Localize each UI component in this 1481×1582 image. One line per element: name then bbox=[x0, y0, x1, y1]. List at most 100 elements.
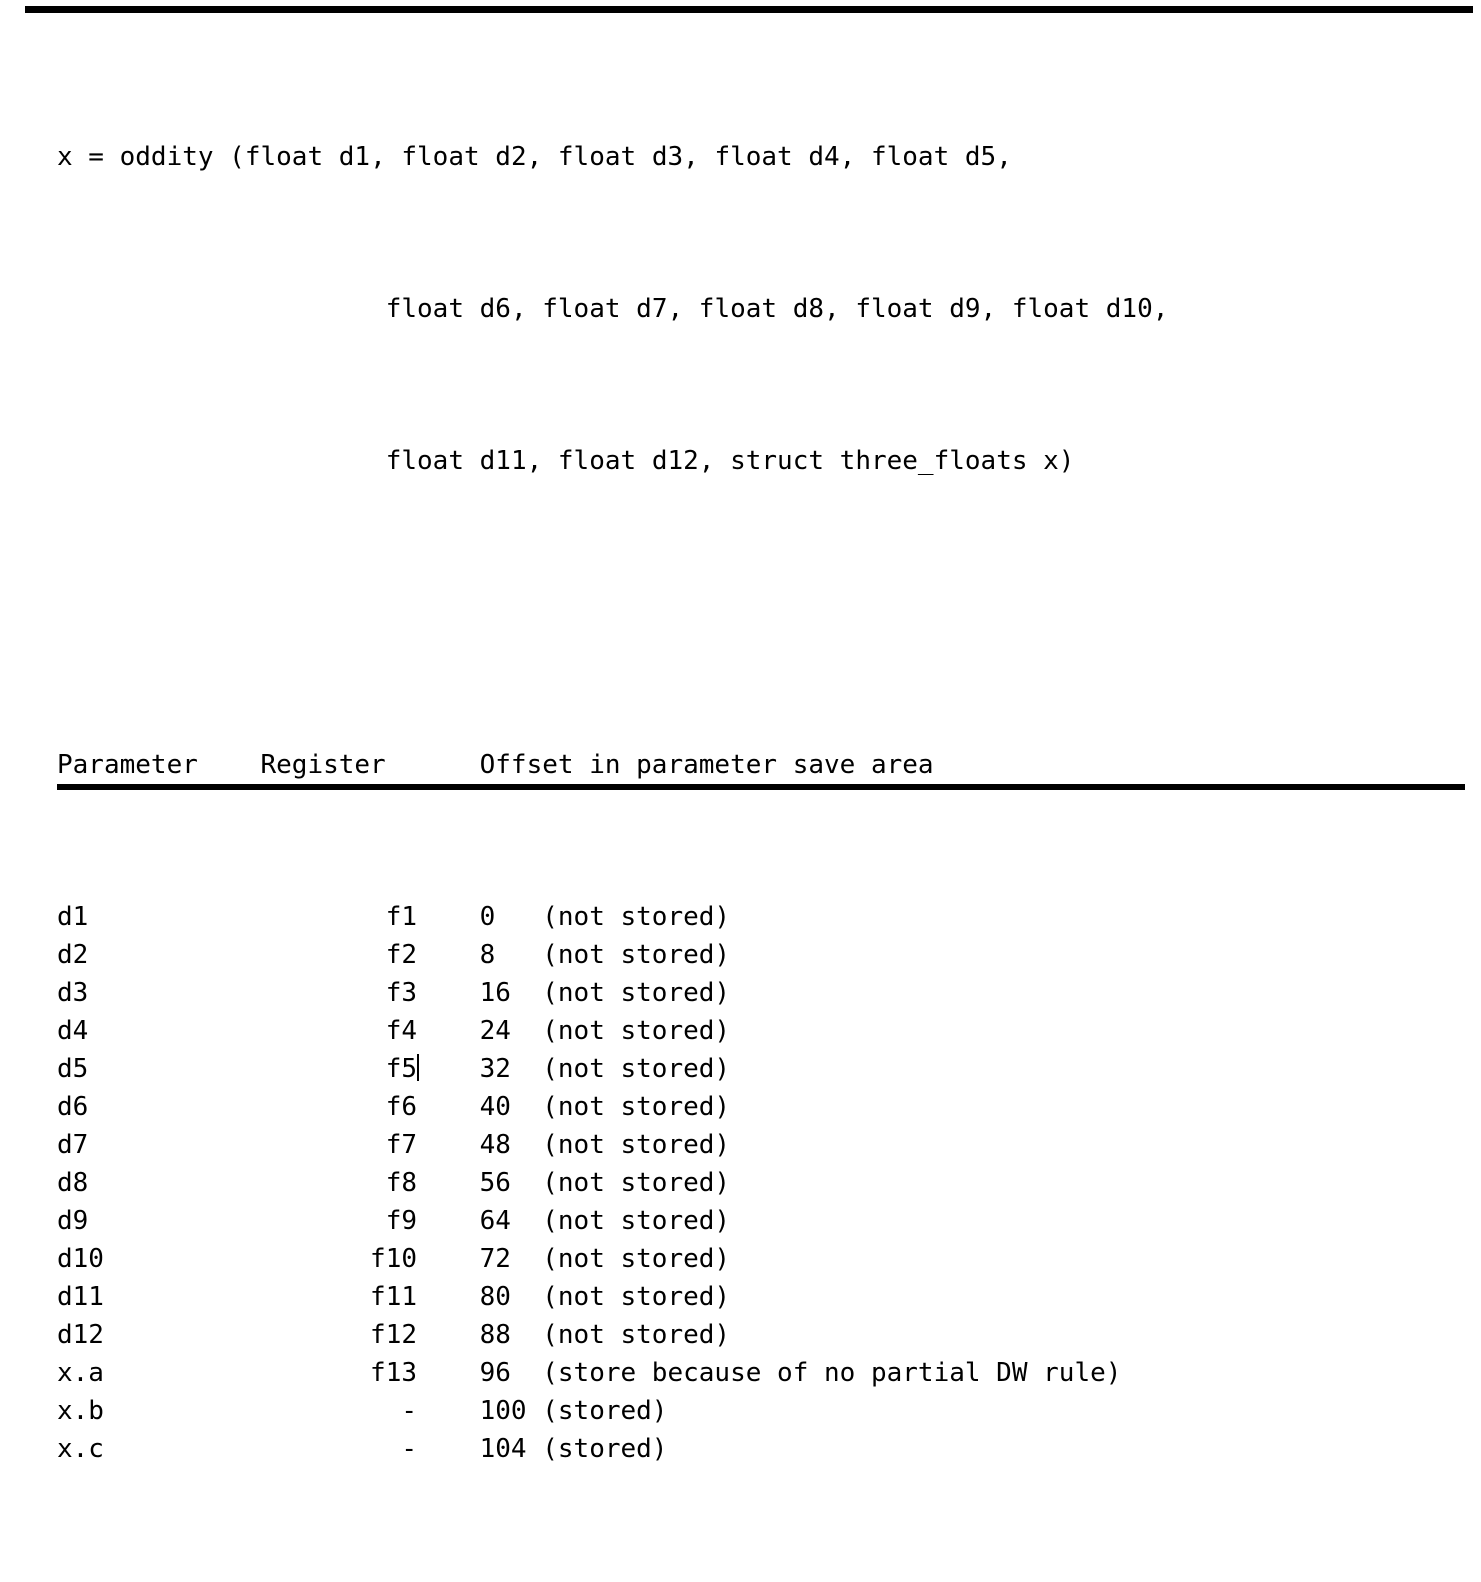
cell-note: (not stored) bbox=[542, 1282, 731, 1312]
cell-register-text: f12 bbox=[370, 1320, 418, 1350]
cell-register: - bbox=[260, 1430, 417, 1468]
cell-note: (not stored) bbox=[542, 1320, 731, 1350]
table-row: x.c-104(stored) bbox=[57, 1430, 1168, 1468]
table-row: d11 f11 80 (not stored) bbox=[57, 1278, 1168, 1316]
cell-register: f13 bbox=[260, 1354, 417, 1392]
cell-offset: 56 bbox=[479, 1168, 511, 1198]
cell-parameter: d5 bbox=[57, 1054, 89, 1084]
function-signature-line-3: float d11, float d12, struct three_float… bbox=[57, 442, 1168, 480]
cell-offset: 96 bbox=[479, 1358, 511, 1388]
signature-line-2-text: float d6, float d7, float d8, float d9, … bbox=[385, 294, 1169, 324]
cell-note: (not stored) bbox=[542, 1130, 731, 1160]
cell-register-text: f9 bbox=[385, 1206, 418, 1236]
code-listing-figure: x = oddity (float d1, float d2, float d3… bbox=[25, 6, 1473, 1464]
cell-offset: 64 bbox=[479, 1206, 511, 1236]
cell-register: f3 bbox=[260, 974, 417, 1012]
table-row: x.a f13 96 (store because of no partial DW … bbox=[57, 1354, 1168, 1392]
cell-note: (stored) bbox=[542, 1434, 668, 1464]
cell-register: f7 bbox=[260, 1126, 417, 1164]
cell-register: f5 bbox=[260, 1050, 420, 1088]
cell-note: (stored) bbox=[542, 1396, 668, 1426]
table-row: d3 f3 16 (not stored) bbox=[57, 974, 1168, 1012]
table-row: d1 f1 0 (not stored) bbox=[57, 898, 1168, 936]
cell-parameter: x.a bbox=[57, 1358, 104, 1388]
cell-parameter: d6 bbox=[57, 1092, 89, 1122]
cell-register: f1 bbox=[260, 898, 417, 936]
blank-line bbox=[57, 594, 1168, 632]
text-cursor-caret bbox=[417, 1054, 420, 1081]
cell-parameter: d2 bbox=[57, 940, 89, 970]
table-row: d6 f6 40 (not stored) bbox=[57, 1088, 1168, 1126]
cell-offset: 8 bbox=[479, 940, 496, 970]
cell-register: f8 bbox=[260, 1164, 417, 1202]
cell-parameter: d12 bbox=[57, 1320, 104, 1350]
cell-register-text: f7 bbox=[385, 1130, 418, 1160]
cell-parameter: d11 bbox=[57, 1282, 104, 1312]
cell-register-text: f1 bbox=[385, 902, 418, 932]
cell-offset: 40 bbox=[479, 1092, 511, 1122]
cell-parameter: d10 bbox=[57, 1244, 104, 1274]
function-signature-line-1: x = oddity (float d1, float d2, float d3… bbox=[57, 138, 1168, 176]
cell-register: f10 bbox=[260, 1240, 417, 1278]
cell-register-text: - bbox=[401, 1434, 418, 1464]
cell-register-text: f2 bbox=[385, 940, 418, 970]
header-register: Register bbox=[260, 750, 386, 780]
table-row: d4 f4 24 (not stored) bbox=[57, 1012, 1168, 1050]
signature-line-3-text: float d11, float d12, struct three_float… bbox=[385, 446, 1075, 476]
cell-parameter: d7 bbox=[57, 1130, 89, 1160]
cell-offset: 16 bbox=[479, 978, 511, 1008]
header-offset: Offset in parameter save area bbox=[479, 750, 934, 780]
cell-note: (not stored) bbox=[542, 1054, 731, 1084]
cell-parameter: d3 bbox=[57, 978, 89, 1008]
cell-note: (not stored) bbox=[542, 978, 731, 1008]
cell-parameter: x.b bbox=[57, 1396, 104, 1426]
cell-note: (not stored) bbox=[542, 1168, 731, 1198]
cell-note: (not stored) bbox=[542, 1092, 731, 1122]
cell-register-text: f4 bbox=[385, 1016, 418, 1046]
function-signature-line-2: float d6, float d7, float d8, float d9, … bbox=[57, 290, 1169, 328]
bottom-horizontal-rule bbox=[57, 784, 1465, 790]
cell-note: (not stored) bbox=[542, 1016, 731, 1046]
cell-offset: 0 bbox=[479, 902, 496, 932]
cell-parameter: d4 bbox=[57, 1016, 89, 1046]
cell-register-text: f13 bbox=[370, 1358, 418, 1388]
table-header-row: Parameter Register Offset in parameter sav… bbox=[57, 746, 1168, 784]
cell-parameter: d9 bbox=[57, 1206, 89, 1236]
table-row: x.b - 100 (stored) bbox=[57, 1392, 1168, 1430]
cell-register-text: f11 bbox=[370, 1282, 418, 1312]
cell-note: (store because of no partial DW rule) bbox=[542, 1358, 1122, 1388]
cell-parameter: d8 bbox=[57, 1168, 89, 1198]
cell-offset: 80 bbox=[479, 1282, 511, 1312]
cell-offset: 100 bbox=[479, 1396, 527, 1426]
cell-offset: 48 bbox=[479, 1130, 511, 1160]
table-row: d7 f7 48 (not stored) bbox=[57, 1126, 1168, 1164]
cell-register-text: f6 bbox=[385, 1092, 418, 1122]
cell-register: f4 bbox=[260, 1012, 417, 1050]
cell-offset: 72 bbox=[479, 1244, 511, 1274]
header-parameter: Parameter bbox=[57, 750, 198, 780]
cell-register-text: - bbox=[401, 1396, 418, 1426]
cell-note: (not stored) bbox=[542, 940, 731, 970]
cell-note: (not stored) bbox=[542, 902, 731, 932]
code-listing-text[interactable]: x = oddity (float d1, float d2, float d3… bbox=[57, 24, 1168, 1582]
top-horizontal-rule bbox=[25, 6, 1473, 13]
cell-offset: 104 bbox=[479, 1434, 527, 1464]
cell-register: f6 bbox=[260, 1088, 417, 1126]
signature-line-1-text: x = oddity (float d1, float d2, float d3… bbox=[57, 142, 1012, 172]
table-row: d2 f2 8 (not stored) bbox=[57, 936, 1168, 974]
cell-parameter: d1 bbox=[57, 902, 89, 932]
cell-register-text: f10 bbox=[370, 1244, 418, 1274]
cell-register-text: f3 bbox=[385, 978, 418, 1008]
cell-offset: 24 bbox=[479, 1016, 511, 1046]
table-row: d8 f8 56 (not stored) bbox=[57, 1164, 1168, 1202]
cell-register: f11 bbox=[260, 1278, 417, 1316]
cell-register: f9 bbox=[260, 1202, 417, 1240]
cell-register: - bbox=[260, 1392, 417, 1430]
cell-register: f12 bbox=[260, 1316, 417, 1354]
cell-register: f2 bbox=[260, 936, 417, 974]
cell-register-text: f8 bbox=[385, 1168, 418, 1198]
